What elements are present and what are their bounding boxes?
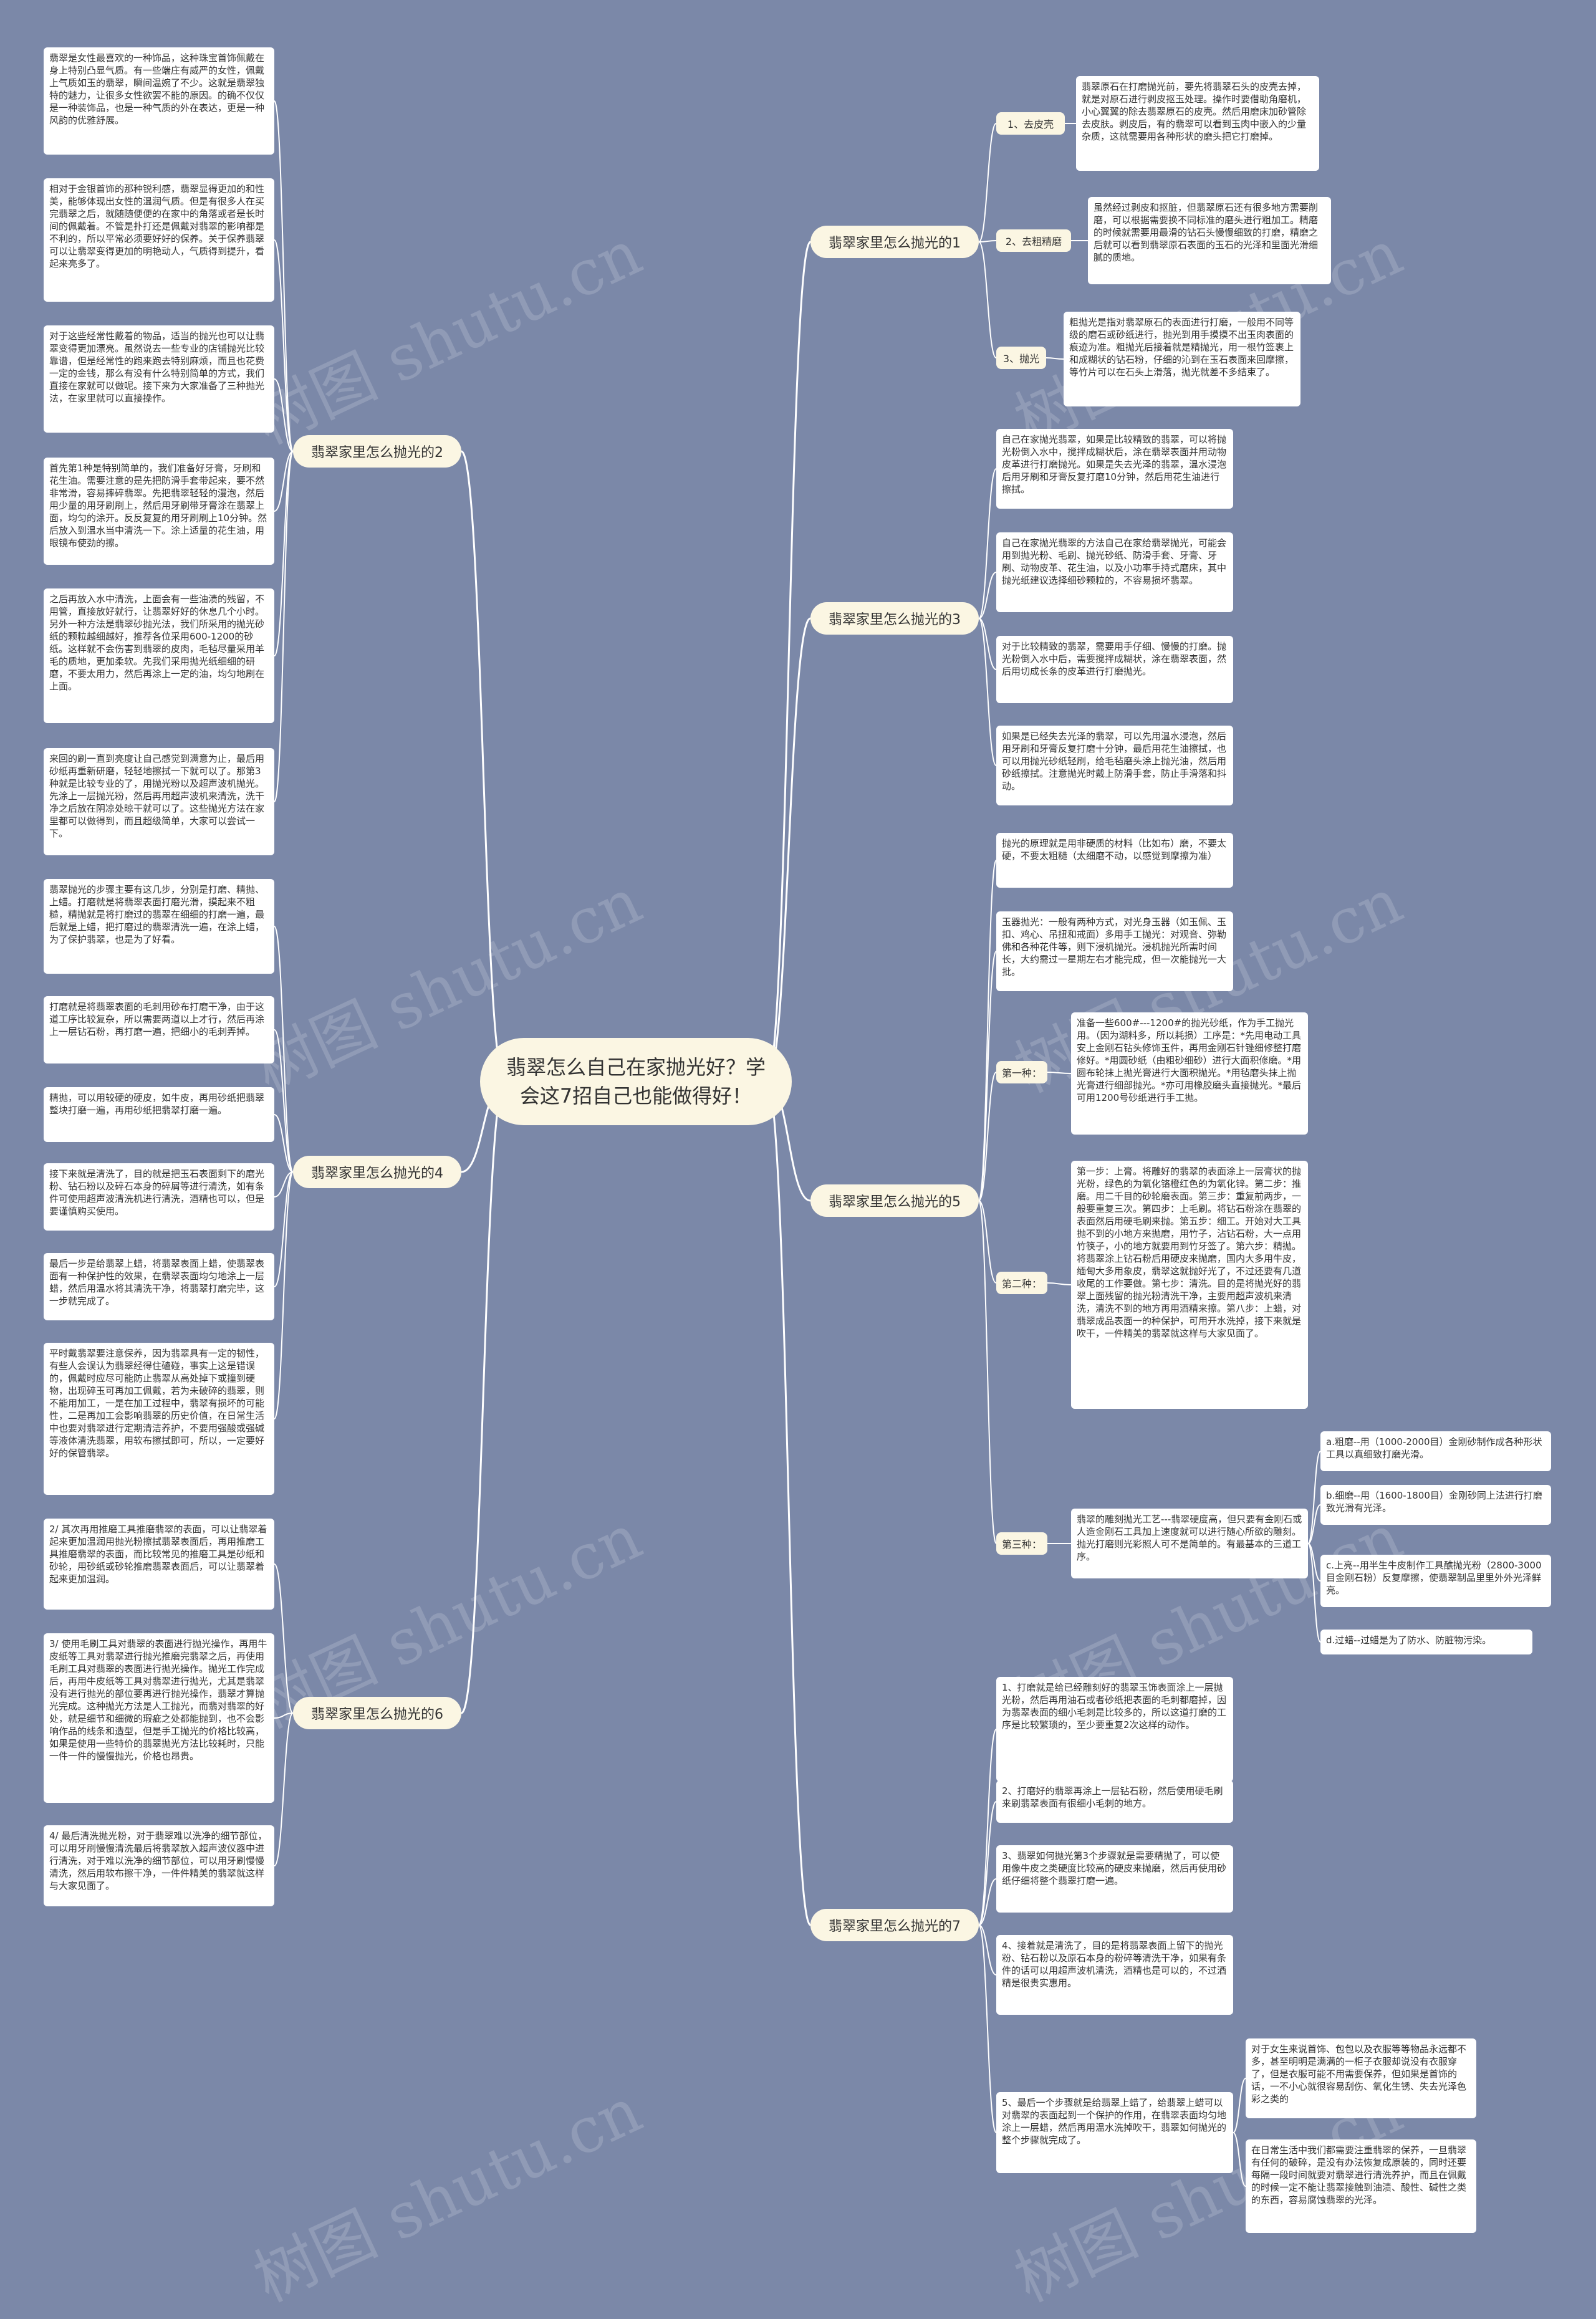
connector-line [274,451,294,512]
leaf-text: 4/ 最后清洗抛光粉，对于翡翠难以洗净的细节部位，可以用牙刷慢慢清洗最后将翡翠放… [44,1825,274,1906]
leaf-text: 2、打磨好的翡翠再涂上一层钻石粉，然后使用硬毛刷来刷翡翠表面有很细小毛刺的地方。 [996,1780,1233,1823]
leaf-text: 对于这些经常性戴着的物品，适当的抛光也可以让翡翠变得更加漂亮。虽然说去一些专业的… [44,325,274,433]
leaf-text: 抛光的原理就是用非硬质的材料（比如布）磨，不要太硬，不要太粗糙（太细磨不动，以感… [996,833,1233,888]
leaf-text: 翡翠原石在打磨抛光前，要先将翡翠石头的皮壳去掉，就是对原石进行剥皮抠玉处理。操作… [1076,76,1319,171]
connector-line [766,241,812,1083]
connector-line [978,1729,997,1926]
connector-line [1047,1282,1072,1285]
leaf-text: 2/ 其次再用推磨工具推磨翡翠的表面，可以让翡翠着起来更加温润用抛光粉擦拭翡翠表… [44,1519,274,1610]
leaf-text: 翡翠抛光的步骤主要有这几步，分别是打磨、精抛、上蜡。打磨就是将翡翠表面打磨光滑，… [44,879,274,974]
connector-line [978,572,997,619]
connector-line [978,241,997,358]
leaf-text: 3/ 使用毛刷工具对翡翠的表面进行抛光操作，再用牛皮纸等工具对翡翠进行抛光推磨完… [44,1633,274,1803]
leaf-text: 虽然经过剥皮和抠脏，但翡翠原石还有很多地方需要削磨，可以根据需要换不同标准的磨头… [1088,197,1331,284]
leaf-text: 来回的刷一直到亮度让自己感觉到满意为止，最后用砂纸再重新研磨，轻轻地擦拭一下就可… [44,748,274,855]
connector-line [978,468,997,619]
root-topic[interactable]: 翡翠怎么自己在家抛光好？学会这7招自己也能做得好！ [480,1038,792,1125]
leaf-text: 5、最后一个步骤就是给翡翠上蜡了，给翡翠上蜡可以对翡翠的表面起到一个保护的作用，… [996,2092,1233,2173]
connector-line [274,1171,294,1287]
leaf-text: c.上亮--用半生牛皮制作工具醮抛光粉（2800-3000目金刚石粉）反复摩擦，… [1320,1555,1551,1607]
watermark: 树图 shutu.cn [243,2073,652,2316]
branch-4[interactable]: 翡翠家里怎么抛光的4 [293,1156,461,1188]
connector-line [978,618,997,766]
label-method-2[interactable]: 第二种： [996,1272,1047,1294]
connector-line [274,1114,294,1173]
leaf-text: 在日常生活中我们都需要注重翡翠的保养，一旦翡翠有任何的破碎，是没有办法恢复成原装… [1246,2139,1476,2233]
leaf-text: 相对于金银首饰的那种锐利感，翡翠显得更加的和性美，能够体现出女性的温润气质。但是… [44,178,274,302]
leaf-text: 玉器抛光：一般有两种方式，对光身玉器（如玉佩、玉扣、鸡心、吊扭和戒面）多用手工抛… [996,911,1233,991]
leaf-text: 之后再放入水中清洗，上面会有一些油渍的残留，不用管，直接放好就行，让翡翠好好的休… [44,588,274,723]
leaf-text: 如果是已经失去光泽的翡翠，可以先用温水浸泡，然后用牙刷和牙膏反复打磨十分钟，最后… [996,726,1233,805]
connector-line [766,617,811,1083]
connector-line [978,860,997,1201]
leaf-text: 自己在家抛光翡翠的方法自己在家给翡翠抛光，可能会用到抛光粉、毛刷、抛光砂纸、防滑… [996,532,1233,612]
branch-2[interactable]: 翡翠家里怎么抛光的2 [293,435,461,468]
leaf-text: 翡翠是女性最喜欢的一种饰品，这种珠宝首饰佩戴在身上特别凸显气质。有一些端庄有威严… [44,47,274,155]
leaf-text: 精抛，可以用较硬的硬皮，如牛皮，再用砂纸把翡翠整块打磨一遍，再用砂纸把翡翠打磨一… [44,1087,274,1142]
leaf-text: 翡翠的雕刻抛光工艺---翡翠硬度高，但只要有金刚石或人造金刚石工具加上速度就可以… [1071,1509,1308,1578]
connector-line [978,618,997,670]
leaf-text: 打磨就是将翡翠表面的毛刺用砂布打磨干净，由于这道工序比较复杂，所以需要两道以上才… [44,996,274,1063]
leaf-text: 3、翡翠如何抛光第3个步骤就是需要精抛了，可以使用像牛皮之类硬度比较高的硬皮来抛… [996,1845,1233,1913]
leaf-text: 1、打磨就是给已经雕刻好的翡翠玉饰表面涂上一层抛光粉，然后再用油石或者砂纸把表面… [996,1677,1233,1782]
leaf-text: 对于比较精致的翡翠，需要用手仔细、慢慢的打磨。抛光粉倒入水中后，需要搅拌成糊状，… [996,636,1233,703]
branch-5[interactable]: 翡翠家里怎么抛光的5 [810,1184,979,1217]
connector-line [978,240,997,242]
connector-line [978,1878,997,1926]
branch-3[interactable]: 翡翠家里怎么抛光的3 [810,602,979,635]
branch-7[interactable]: 翡翠家里怎么抛光的7 [810,1909,979,1941]
leaf-text: 自己在家抛光翡翠，如果是比较精致的翡翠，可以将抛光粉倒入水中，搅拌成糊状后，涂在… [996,429,1233,509]
connector-line [978,1200,997,1284]
connector-line [978,1924,997,1976]
label-method-1[interactable]: 第一种： [996,1061,1047,1083]
leaf-text: 最后一步是给翡翠上蜡，将翡翠表面上蜡，使翡翠表面有一种保护性的效果，在翡翠表面均… [44,1253,274,1320]
leaf-text: 4、接着就是清洗了，目的是将翡翠表面上留下的抛光粉、钻石粉以及原石本身的粉碎等清… [996,1935,1233,2015]
label-coarse-fine-grind[interactable]: 2、去粗精磨 [996,229,1071,252]
leaf-text: 接下来就是清洗了，目的就是把玉石表面剩下的磨光粉、钻石粉以及碎石本身的碎屑等进行… [44,1163,274,1231]
leaf-text: 粗抛光是指对翡翠原石的表面进行打磨，一般用不同等级的磨石或砂纸进行，抛光到用手摸… [1064,312,1300,406]
label-method-3[interactable]: 第三种： [996,1532,1047,1555]
leaf-text: 对于女生来说首饰、包包以及衣服等等物品永远都不多，甚至明明是满满的一柜子衣服却说… [1246,2038,1476,2118]
connector-line [274,1171,294,1198]
leaf-text: a.粗磨--用（1000-2000目）金刚砂制作成各种形状工具以真细致打磨光滑。 [1320,1431,1551,1471]
connector-line [274,1171,294,1419]
leaf-text: 首先第1种是特别简单的，我们准备好牙膏，牙刷和花生油。需要注意的是先把防滑手套带… [44,458,274,565]
leaf-text: 准备一些600#---1200#的抛光砂纸，作为手工抛光用。（因为湖料多，所以耗… [1071,1012,1308,1135]
branch-6[interactable]: 翡翠家里怎么抛光的6 [293,1697,461,1729]
leaf-text: 平时戴翡翠要注意保养，因为翡翠具有一定的韧性，有些人会误认为翡翠经得住磕碰，事实… [44,1343,274,1495]
connector-line [978,1072,997,1201]
label-remove-skin[interactable]: 1、去皮壳 [996,112,1065,135]
leaf-text: b.细磨--用（1600-1800目）金刚砂同上法进行打磨致光滑有光泽。 [1320,1485,1551,1525]
branch-1[interactable]: 翡翠家里怎么抛光的1 [810,226,979,258]
connector-line [978,123,997,242]
leaf-text: 第一步：上膏。将雕好的翡翠的表面涂上一层膏状的抛光粉，绿色的为氧化铬橙红色的为氧… [1071,1161,1308,1409]
leaf-text: d.过蜡--过蜡是为了防水、防脏物污染。 [1320,1630,1532,1654]
connector-line [978,951,997,1201]
connector-line [274,451,294,802]
connector-line [766,1080,812,1926]
connector-line [978,1924,997,2133]
connector-line [978,1801,997,1926]
connector-line [978,1200,997,1544]
connector-line [274,451,294,656]
label-polish[interactable]: 3、抛光 [996,347,1046,369]
watermark: 树图 shutu.cn [243,216,652,458]
